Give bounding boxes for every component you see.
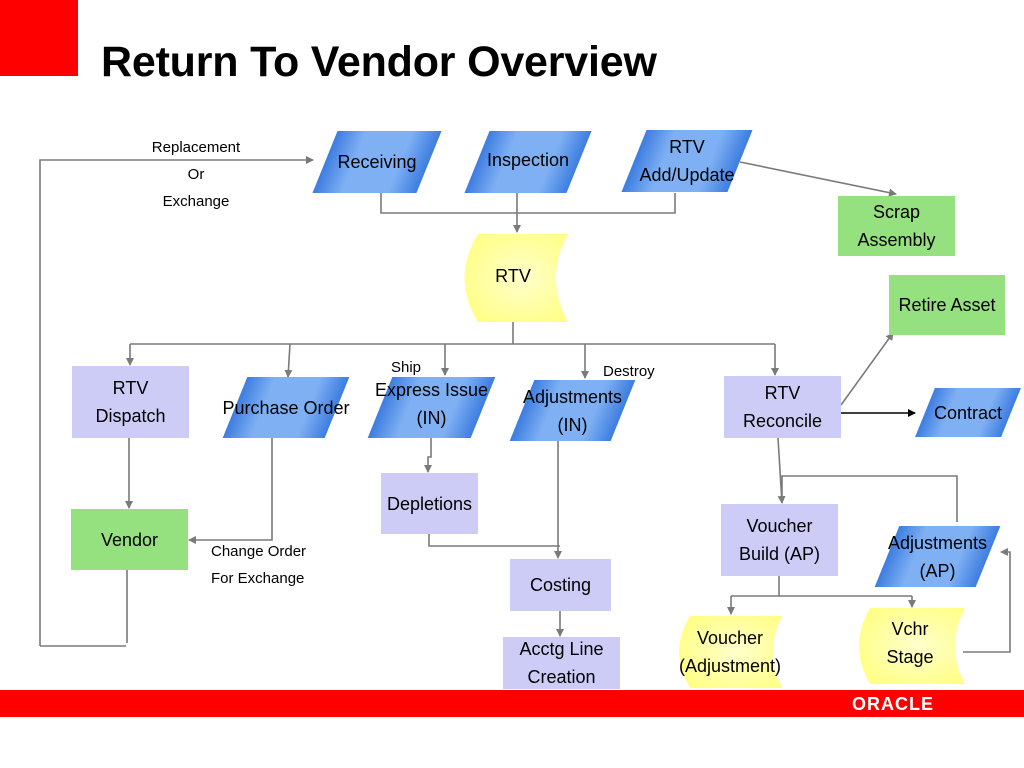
acctg-line-line1: Acctg Line	[519, 639, 604, 659]
rtv-reconcile-node[interactable]: RTV Reconcile	[724, 376, 841, 438]
replacement-label-line2: Or	[187, 166, 205, 183]
costing-node[interactable]: Costing	[510, 559, 611, 611]
scrap-assembly-line1: Scrap	[872, 202, 921, 222]
rtv-dispatch-node[interactable]: RTV Dispatch	[72, 366, 189, 438]
adjustments-in-node[interactable]: Adjustments (IN)	[509, 380, 636, 441]
adjustments-ap-node[interactable]: Adjustments (AP)	[874, 526, 1001, 587]
express-issue-line1: Express Issue	[374, 379, 489, 400]
contract-node[interactable]: Contract	[915, 388, 1021, 437]
depletions-node[interactable]: Depletions	[381, 473, 478, 534]
replacement-label-line3: Exchange	[162, 193, 230, 210]
voucher-build-line1: Voucher	[746, 516, 813, 536]
express-issue-line2: (IN)	[416, 407, 447, 428]
replacement-label-line1: Replacement	[151, 139, 241, 156]
adjustments-ap-line1: Adjustments	[887, 532, 988, 553]
retire-asset-node[interactable]: Retire Asset	[889, 275, 1005, 335]
rtv-reconcile-line2: Reconcile	[742, 411, 823, 431]
change-order-line2: For Exchange	[211, 570, 305, 587]
voucher-adjustment-line2: (Adjustment)	[678, 656, 782, 676]
corner-accent	[0, 0, 78, 76]
rtv-storage-shape	[464, 234, 568, 322]
vchr-stage-shape	[859, 608, 965, 684]
vendor-node[interactable]: Vendor	[71, 509, 188, 570]
express-issue-node[interactable]: Express Issue (IN)	[367, 377, 496, 438]
rtv-dispatch-line2: Dispatch	[95, 406, 166, 426]
rtv-add-update-line1: RTV	[669, 137, 705, 157]
destroy-label: Destroy	[603, 363, 655, 380]
voucher-adjustment-shape	[679, 616, 782, 688]
acctg-line-line2: Creation	[527, 667, 596, 687]
adjustments-ap-line2: (AP)	[919, 560, 956, 581]
adjustments-in-line1: Adjustments	[522, 386, 623, 407]
replacement-exchange-label: Replacement Or Exchange	[140, 134, 252, 215]
page-title: Return To Vendor Overview	[101, 38, 657, 86]
voucher-adjustment-line1: Voucher	[696, 628, 764, 648]
rtv-storage-node[interactable]: RTV	[495, 266, 531, 286]
purchase-order-node[interactable]: Purchase Order	[222, 377, 350, 438]
voucher-build-line2: Build (AP)	[738, 544, 821, 564]
footer-bar	[0, 690, 1024, 717]
receiving-node[interactable]: Receiving	[312, 131, 442, 193]
change-order-line1: Change Order	[211, 543, 307, 560]
change-order-label: Change Order For Exchange	[211, 538, 306, 592]
inspection-node[interactable]: Inspection	[464, 131, 592, 193]
rtv-reconcile-line1: RTV	[764, 383, 801, 403]
rtv-dispatch-line1: RTV	[112, 378, 149, 398]
adjustments-in-line2: (IN)	[557, 414, 588, 435]
voucher-adjustment-node[interactable]: Voucher (Adjustment)	[668, 616, 792, 688]
rtv-add-update-line2: Add/Update	[639, 165, 735, 185]
rtv-add-update-node[interactable]: RTV Add/Update	[621, 130, 753, 192]
ship-label: Ship	[391, 359, 422, 376]
vchr-stage-line1: Vchr	[891, 619, 929, 639]
scrap-assembly-line2: Assembly	[857, 230, 936, 250]
vchr-stage-line2: Stage	[886, 647, 934, 667]
oracle-logo: ORACLE	[852, 694, 934, 714]
